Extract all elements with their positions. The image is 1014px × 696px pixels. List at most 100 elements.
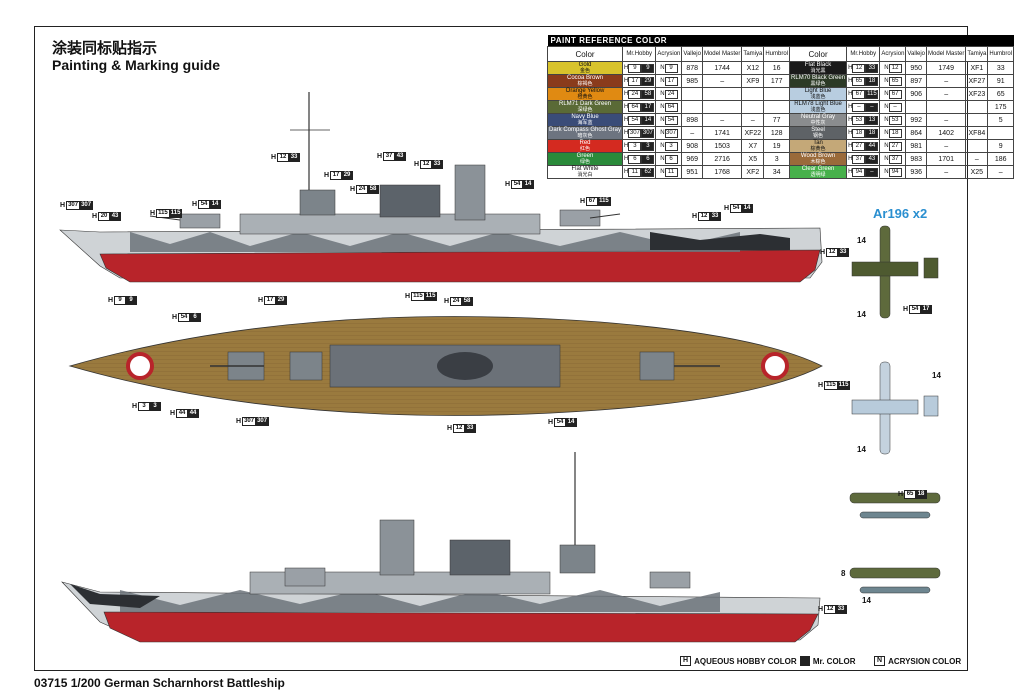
legend-mrcolor: Mr. COLOR xyxy=(800,656,856,666)
side-view-starboard xyxy=(59,92,823,283)
acrysion-code: N307 xyxy=(655,126,683,140)
deck-top-view xyxy=(68,316,823,416)
aircraft-label: 14 xyxy=(862,596,871,605)
col-tamiya: Tamiya xyxy=(741,46,765,62)
mm-code: 1768 xyxy=(701,165,743,179)
paint-table-title: PAINT REFERENCE COLOR xyxy=(547,35,1014,47)
tamiya-code: XF2 xyxy=(741,165,765,179)
aircraft-bottomview xyxy=(851,361,939,455)
aircraft-label: 8 xyxy=(841,569,846,578)
tamiya-code: X25 xyxy=(965,165,989,179)
col-tamiya: Tamiya xyxy=(965,46,989,62)
hull-red-bottom xyxy=(99,249,821,283)
tamiya-code: X7 xyxy=(741,139,765,153)
acrysion-code: N– xyxy=(879,100,907,114)
humbrol-code: – xyxy=(987,165,1014,179)
deck-recognition-circle-fore xyxy=(761,352,789,380)
page-title-chinese: 涂装同标贴指示 xyxy=(52,39,158,57)
guide-sheet-frame xyxy=(34,26,968,671)
page-title-english: Painting & Marking guide xyxy=(52,57,221,73)
col-color: Color xyxy=(789,46,848,62)
mrhobby-code: H–– xyxy=(846,100,881,114)
col-acrysion: Acrysion xyxy=(655,46,683,62)
col-model-master: Model Master xyxy=(925,46,967,62)
side-view-port xyxy=(61,452,821,643)
col-vallejo: Vallejo xyxy=(905,46,927,62)
aircraft-label: 14 xyxy=(857,310,866,319)
aircraft-label: 14 xyxy=(932,371,941,380)
aircraft-label: 14 xyxy=(857,445,866,454)
col-color: Color xyxy=(546,46,624,62)
aircraft-sideview-1 xyxy=(849,492,941,519)
aircraft-title: Ar196 x2 xyxy=(873,206,928,221)
aircraft-label: 14 xyxy=(857,236,866,245)
aircraft-topview xyxy=(851,225,939,319)
paint-reference-table: PAINT REFERENCE COLOR Color Mr.Hobby Acr… xyxy=(546,35,1014,179)
deck-recognition-circle-aft xyxy=(126,352,154,380)
mm-code: – xyxy=(925,165,967,179)
aircraft-sideview-2 xyxy=(849,567,941,594)
